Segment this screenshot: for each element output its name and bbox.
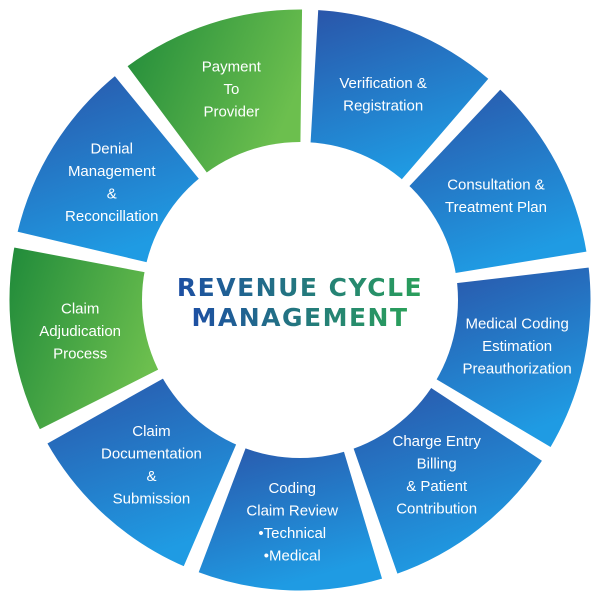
segment-label-charge-entry-billing-line-1: Charge Entry: [392, 433, 481, 450]
segment-label-charge-entry-billing-line-3: & Patient: [406, 478, 468, 495]
segment-label-charge-entry-billing-line-4: Contribution: [396, 501, 477, 518]
center-title-line2: MANAGEMENT: [191, 303, 408, 332]
segment-label-coding-claim-review-line-4: •Medical: [264, 548, 321, 565]
segment-label-medical-coding-estimation-line-2: Estimation: [482, 338, 552, 355]
segment-label-claim-adjudication-process-line-3: Process: [53, 345, 107, 362]
segment-label-claim-documentation-submission-line-4: Submission: [113, 491, 191, 508]
segment-label-verification-registration-line-2: Registration: [343, 97, 423, 114]
segment-label-coding-claim-review-line-1: Coding: [268, 480, 316, 497]
segment-label-denial-management-reconciliation-line-2: Management: [68, 163, 156, 180]
segment-label-claim-adjudication-process-line-2: Adjudication: [39, 323, 121, 340]
segment-label-medical-coding-estimation-line-1: Medical Coding: [465, 316, 568, 333]
segment-label-coding-claim-review-line-2: Claim Review: [246, 503, 338, 520]
segment-label-consultation-treatment-plan-line-2: Treatment Plan: [445, 199, 547, 216]
segment-label-charge-entry-billing-line-2: Billing: [417, 456, 457, 473]
segment-label-claim-documentation-submission-line-2: Documentation: [101, 446, 202, 463]
center-hub: [142, 142, 458, 458]
segment-label-claim-documentation-submission-line-3: &: [146, 468, 156, 485]
segments-layer: [6, 6, 594, 594]
segment-label-consultation-treatment-plan-line-1: Consultation &: [447, 177, 545, 194]
segment-label-claim-adjudication-process-line-1: Claim: [61, 300, 99, 317]
segment-label-payment-to-provider-line-1: Payment: [202, 58, 262, 75]
segment-label-verification-registration-line-1: Verification &: [339, 75, 427, 92]
segment-label-payment-to-provider-line-2: To: [223, 81, 239, 98]
segment-label-denial-management-reconciliation-line-3: &: [107, 186, 117, 203]
segment-label-denial-management-reconciliation-line-1: Denial: [90, 141, 133, 158]
segment-label-claim-documentation-submission-line-1: Claim: [132, 423, 170, 440]
segment-label-medical-coding-estimation-line-3: Preauthorization: [463, 361, 572, 378]
segment-label-payment-to-provider-line-3: Provider: [203, 103, 259, 120]
segment-label-denial-management-reconciliation-line-4: Reconcillation: [65, 208, 158, 225]
center-title-line1: REVENUE CYCLE: [177, 273, 423, 302]
segment-label-coding-claim-review-line-3: •Technical: [258, 525, 326, 542]
